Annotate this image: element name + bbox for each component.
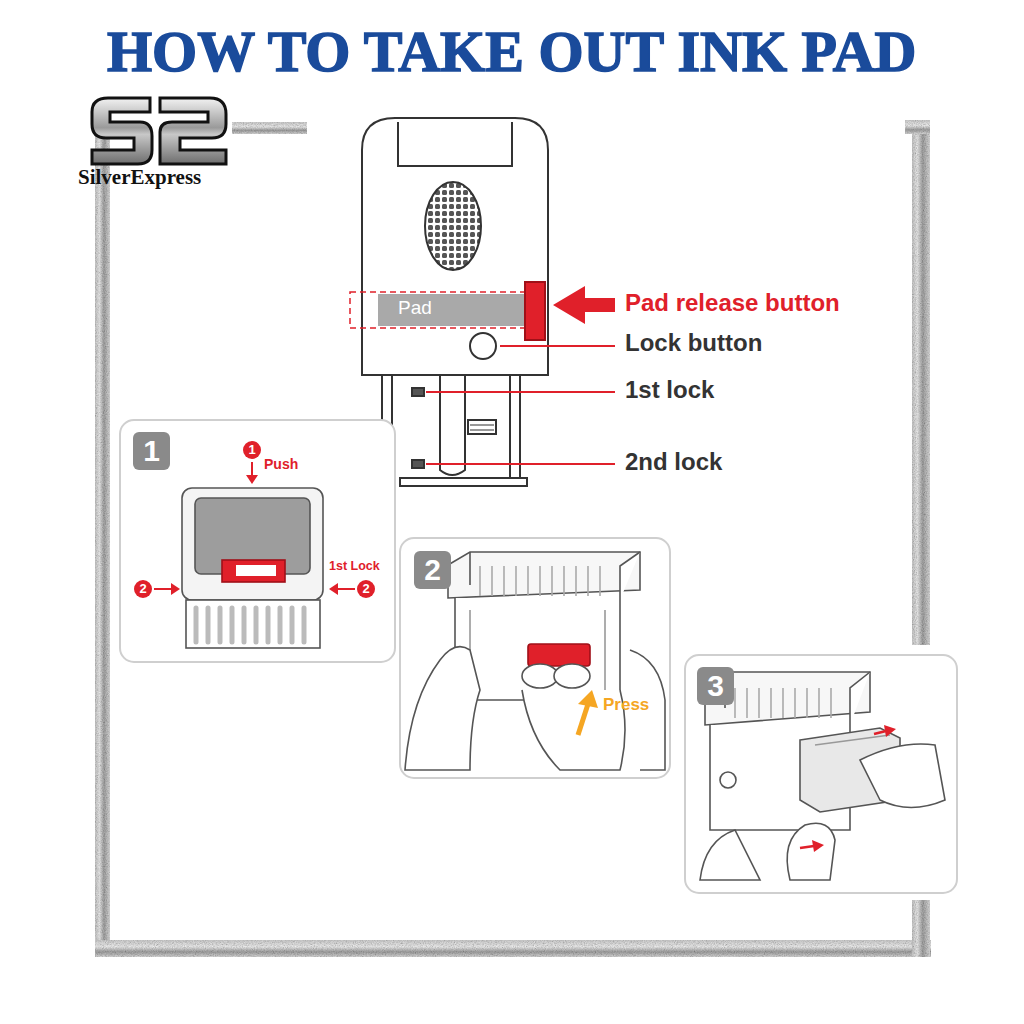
push-arrow-part <box>246 475 258 484</box>
stamp-drawing-part <box>362 118 548 375</box>
step-panel-part <box>400 538 670 778</box>
action-label: 1st Lock <box>329 560 380 574</box>
logo-text: SilverExpress <box>78 166 201 189</box>
step-number: 1 <box>143 434 160 468</box>
press-arrow-part <box>578 690 598 708</box>
stamp-drawing-part <box>468 420 496 434</box>
callout-number: 2 <box>134 580 152 598</box>
stamp-drawing-part <box>398 122 512 166</box>
step-number: 2 <box>424 553 441 587</box>
pad-removal-part <box>735 688 831 718</box>
press-arrow-part <box>578 704 588 735</box>
stamp-drawing-part <box>350 292 540 328</box>
stamp-front-part <box>222 560 285 582</box>
stamp-drawing-part <box>412 388 424 396</box>
callout-number: 1 <box>243 441 261 459</box>
step-panel <box>120 420 957 893</box>
silver-frame-part <box>912 120 930 645</box>
part-name: 2nd lock <box>625 449 722 475</box>
action-label: Push <box>264 457 298 472</box>
pad-removal-part <box>725 672 870 725</box>
page-title: HOW TO TAKE OUT INK PAD <box>107 20 917 84</box>
pull-arrow-part <box>812 840 824 852</box>
leader-line-part <box>500 345 615 347</box>
pad-removal-part <box>815 735 890 745</box>
callout-number: 2 <box>357 580 375 598</box>
stamp-front-part <box>236 565 276 576</box>
stamp-drawing-part <box>425 182 481 270</box>
hands-pressing-part <box>448 552 640 598</box>
logo-mark-part <box>160 98 226 164</box>
pull-arrow-part <box>884 725 896 737</box>
stamp-drawing-part <box>525 282 545 340</box>
release-arrow-part <box>553 286 615 324</box>
logo-mark-part <box>92 98 152 164</box>
stamp-drawing-part <box>412 460 424 468</box>
stamp-front-part <box>196 608 304 642</box>
step-badge: 2 <box>414 551 451 589</box>
hands-pressing-part <box>405 647 480 770</box>
hands-pressing-part <box>455 598 620 700</box>
release-arrow <box>553 286 615 324</box>
step-panel-part <box>685 655 957 893</box>
leader-line-part <box>426 391 615 393</box>
part-name: Lock button <box>625 330 762 356</box>
hands-pressing-part <box>470 552 640 600</box>
pad-removal-part <box>860 744 945 808</box>
push-arrow-part <box>337 588 355 590</box>
leader-line-part <box>426 463 615 465</box>
silver-frame-part <box>912 900 930 957</box>
leader-line <box>426 346 615 464</box>
stamp-drawing-part <box>400 478 527 486</box>
logo-mark <box>92 98 226 164</box>
silver-frame-part <box>95 940 931 957</box>
stamp-front-part <box>186 600 320 648</box>
stamp-drawing-part <box>440 375 465 475</box>
push-arrow-part <box>251 462 253 476</box>
press-arrow <box>578 690 598 735</box>
hands-pressing-part <box>554 664 590 688</box>
part-name: Pad <box>398 298 432 319</box>
silver-frame-part <box>905 120 930 134</box>
stamp-front <box>182 488 323 648</box>
step-badge: 3 <box>697 667 734 705</box>
stamp-drawing-part <box>378 294 526 326</box>
push-arrow <box>154 462 355 595</box>
push-arrow-part <box>154 588 172 590</box>
action-label: Press <box>603 696 649 715</box>
part-name: 1st lock <box>625 377 714 403</box>
stamp-drawing-part <box>470 425 494 430</box>
hands-pressing-part <box>528 644 590 666</box>
part-name: Pad release button <box>625 290 840 316</box>
pad-removal-part <box>787 823 835 880</box>
stamp-front-part <box>182 488 323 600</box>
push-arrow-part <box>171 583 180 595</box>
hands-pressing-part <box>522 664 558 688</box>
hands-pressing-part <box>470 610 605 690</box>
silver-frame-part <box>232 122 307 134</box>
pad-removal <box>700 672 945 880</box>
step-number: 3 <box>707 669 724 703</box>
stamp-drawing-part <box>470 333 496 359</box>
step-badge: 1 <box>133 432 170 470</box>
pull-arrow <box>800 725 896 852</box>
pull-arrow-part <box>874 731 886 734</box>
pull-arrow-part <box>800 846 814 848</box>
push-arrow-part <box>329 583 338 595</box>
step-panel-part <box>120 420 395 662</box>
pad-removal-part <box>720 772 736 788</box>
pad-removal-part <box>700 830 760 880</box>
hands-pressing <box>405 552 665 770</box>
hands-pressing-part <box>480 566 600 596</box>
silver-frame-part <box>95 125 110 957</box>
